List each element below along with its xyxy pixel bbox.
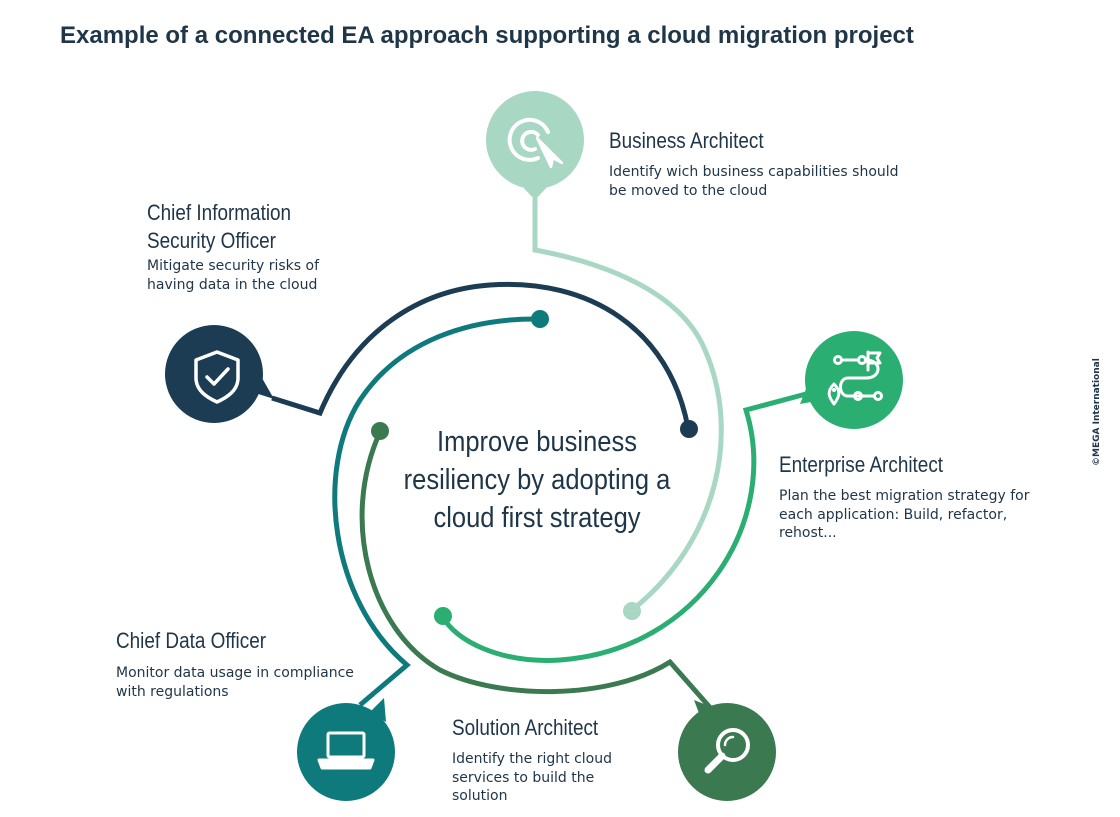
enterprise-architect-connector [440,391,807,663]
magnifier-icon [704,728,750,774]
solution-architect-description: Identify the right cloud services to bui… [452,751,612,804]
diagram-title: Example of a connected EA approach suppo… [60,22,914,49]
shield-check-icon [194,350,240,404]
route-flag-icon [827,350,883,406]
ciso-connector [271,281,691,429]
cdo-connector [332,316,541,707]
business-architect-title: Business Architect [609,128,764,153]
business-architect-endpoint [623,602,641,620]
ciso-endpoint [680,420,698,438]
ciso-pin [165,325,274,423]
solution-architect-pin [678,700,776,801]
business-architect-description: Identify wich business capabilities shou… [609,164,899,199]
target-cursor-icon [507,117,564,169]
business-architect-pin [486,91,584,200]
ciso-description: Mitigate security risks of having data i… [147,258,319,293]
cdo-endpoint [531,310,549,328]
enterprise-architect-title: Enterprise Architect [779,452,944,477]
central-goal-text: Improve business resiliency by adopting … [403,426,671,534]
laptop-icon [317,731,375,770]
enterprise-architect-pin [800,331,903,429]
enterprise-architect-description: Plan the best migration strategy for eac… [779,488,1030,541]
ciso-title-line1: Chief Information [147,200,292,225]
ciso-title-line2: Security Officer [147,228,276,253]
cdo-title: Chief Data Officer [116,628,267,653]
business-architect-connector [532,198,724,612]
enterprise-architect-endpoint [434,607,452,625]
solution-architect-connector [359,430,716,714]
solution-architect-title: Solution Architect [452,715,599,740]
cdo-pin [297,698,395,801]
solution-architect-endpoint [371,422,389,440]
copyright-label: ©MEGA International [1092,358,1102,466]
cdo-description: Monitor data usage in compliance with re… [116,665,354,700]
